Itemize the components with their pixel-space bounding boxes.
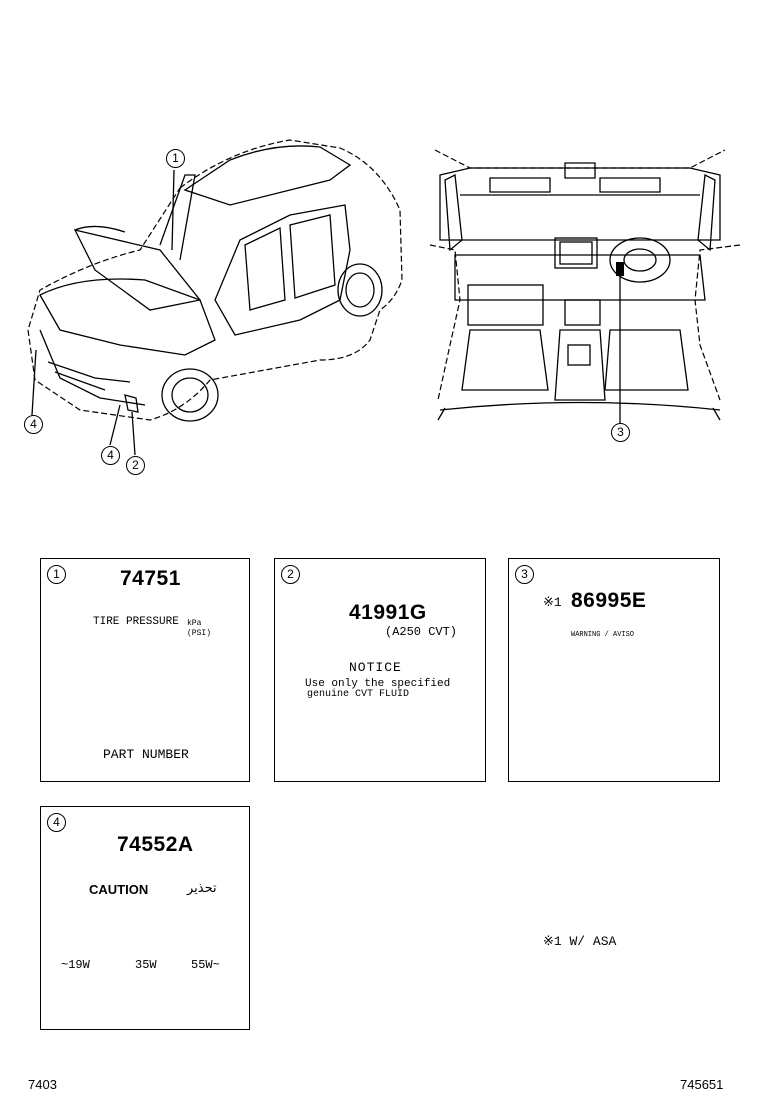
notice-line-1: Use only the specified	[305, 678, 451, 690]
panel-number: 3	[515, 565, 534, 584]
callout-4-left[interactable]: 4	[24, 415, 43, 434]
watt-label-2: 35W	[135, 958, 157, 972]
panel-caution-bulb-label: 4 74552A CAUTION تحذير ~19W 35W 55W~	[40, 806, 250, 1030]
part-number: 74751	[120, 567, 181, 590]
footer-right-code: 745651	[680, 1077, 724, 1092]
label-unit-psi: (PSI)	[187, 629, 212, 638]
part-number: 86995E	[571, 589, 647, 612]
callout-4-bottom[interactable]: 4	[101, 446, 120, 465]
asa-note: ※1 W/ ASA	[543, 934, 617, 949]
tag-header: WARNING / AVISO	[571, 631, 635, 639]
panel-cvt-notice-label: 2 41991G (A250 CVT) NOTICE Use only the …	[274, 558, 486, 782]
callout-2[interactable]: 2	[126, 456, 145, 475]
panel-warning-tag: 3 ※1 86995E WARNING / AVISO	[508, 558, 720, 782]
footer-left-code: 7403	[28, 1077, 57, 1092]
watt-label-3: 55W~	[191, 958, 220, 972]
part-number: 74552A	[117, 833, 194, 856]
interior-drawing	[429, 149, 741, 424]
notice-title: NOTICE	[349, 660, 402, 675]
callout-1[interactable]: 1	[166, 149, 185, 168]
callout-3[interactable]: 3	[611, 423, 630, 442]
label-unit-kpa: kPa	[187, 619, 202, 628]
caution-title: CAUTION	[89, 882, 149, 897]
panel-number: 2	[281, 565, 300, 584]
asa-mark: ※1	[543, 595, 562, 610]
panel-number: 1	[47, 565, 66, 584]
watt-label-1: ~19W	[61, 958, 90, 972]
part-number-caption: PART NUMBER	[103, 747, 189, 762]
part-number: 41991G	[349, 601, 427, 624]
label-title: TIRE PRESSURE	[93, 616, 179, 628]
notice-line-2: genuine CVT FLUID	[307, 689, 410, 700]
car-exterior-drawing	[27, 139, 403, 456]
variant-label: (A250 CVT)	[385, 625, 458, 639]
caution-arabic: تحذير	[187, 881, 217, 896]
panel-number: 4	[47, 813, 66, 832]
panel-tire-pressure-label: 1 74751 TIRE PRESSURE kPa (PSI) PART NUM…	[40, 558, 250, 782]
